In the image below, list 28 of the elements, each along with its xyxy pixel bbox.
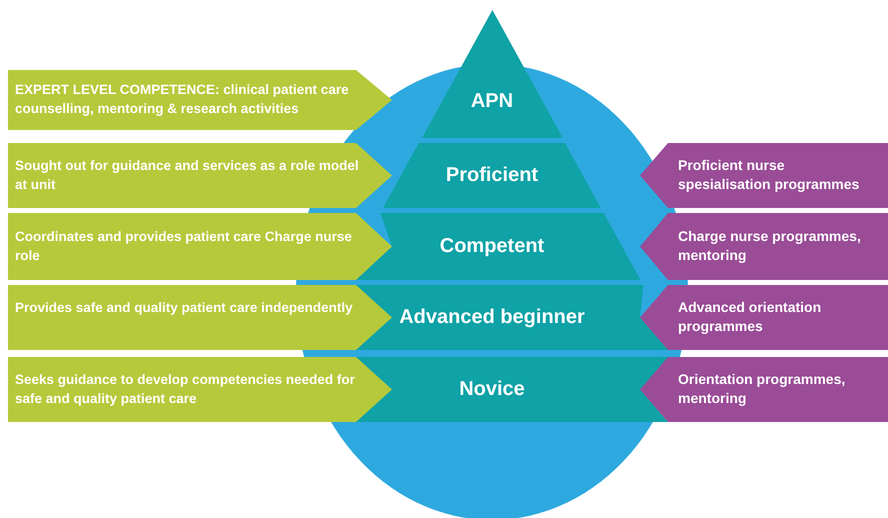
level-title: Proficient: [446, 164, 538, 186]
competence-arrow-banner: [8, 213, 392, 280]
competence-arrow-banner: [8, 70, 392, 130]
competence-arrow-banner: [8, 285, 392, 350]
competence-arrow-banner: [8, 357, 392, 422]
level-title: APN: [470, 90, 514, 113]
programme-text: Orientation programmes, mentoring: [678, 370, 846, 408]
programme-text: Advanced orientation programmes: [678, 298, 822, 336]
pyramid-layer: [356, 357, 668, 422]
programme-arrow-banner: [640, 285, 888, 350]
competence-arrow-banner: [8, 143, 392, 208]
level-title: Advanced beginner: [399, 306, 585, 328]
programme-arrow-banner: [640, 357, 888, 422]
pyramid-layer: [383, 143, 601, 208]
competence-text: EXPERT LEVEL COMPETENCE: clinical patient care counselling, mentoring & research activities: [15, 81, 350, 118]
competence-text: Sought out for guidance and services as a role model at unit: [15, 156, 360, 194]
pyramid-layer: [356, 285, 668, 350]
programme-arrow-banner: [640, 213, 888, 280]
level-title: Novice: [459, 378, 525, 400]
level-title: Competent: [440, 234, 544, 258]
programme-text: Charge nurse programmes, mentoring: [678, 226, 862, 264]
competence-text: Coordinates and provides patient care Charge nurse role: [15, 228, 353, 264]
programme-text: Proficient nurse spesialisation programmes: [678, 156, 860, 194]
programme-arrow-banner: [640, 143, 888, 208]
pyramid-layer: [356, 213, 640, 280]
pyramid-layer: [422, 10, 562, 138]
competence-text: Seeks guidance to develop competencies needed for safe and quality patient care: [15, 370, 356, 408]
competence-text: Provides safe and quality patient care independently: [15, 298, 354, 316]
